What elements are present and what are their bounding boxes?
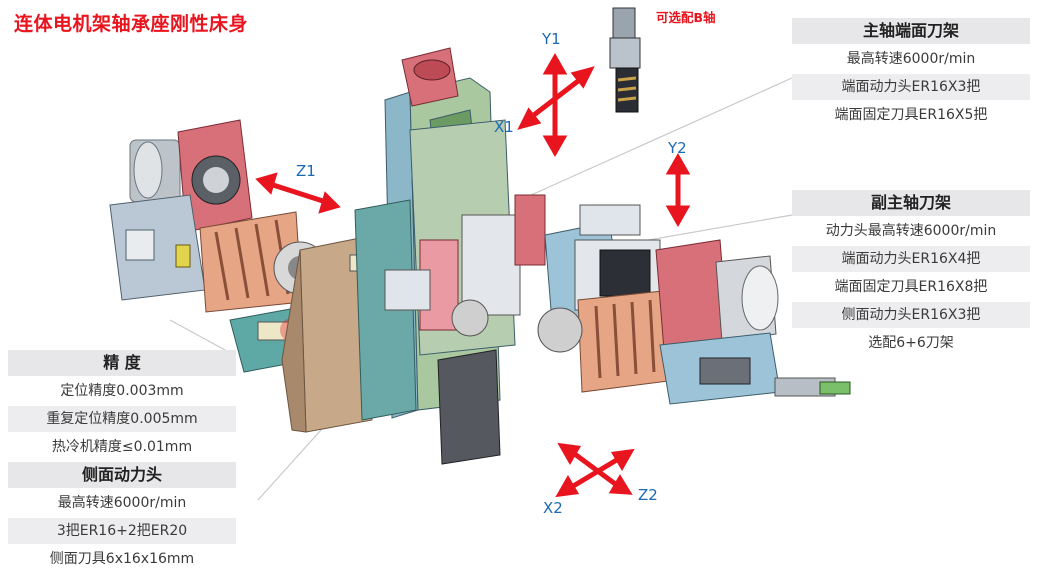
precision-panel: 精 度 定位精度0.003mm 重复定位精度0.005mm 热冷机精度≤0.01…: [8, 350, 236, 462]
main-spindle-spec-row: 端面动力头ER16X3把: [792, 74, 1030, 100]
machine-bed: [281, 237, 373, 433]
axis-label-z2: Z2: [638, 486, 658, 504]
side-power-head-heading: 侧面动力头: [8, 462, 236, 488]
b-axis-option-illustration: [609, 7, 641, 113]
page-title: 连体电机架轴承座刚性床身: [14, 13, 249, 35]
precision-spec-row: 热冷机精度≤0.01mm: [51, 439, 193, 455]
sub-spindle-spec-row: 端面固定刀具ER16X8把: [834, 279, 988, 295]
right-subspindle-assembly: [537, 204, 851, 405]
axis-label-y1: Y1: [542, 30, 561, 48]
main-spindle-turret-panel: 主轴端面刀架 最高转速6000r/min 端面动力头ER16X3把 端面固定刀具…: [792, 18, 1030, 130]
side-power-head-spec-row: 3把ER16+2把ER20: [8, 518, 236, 544]
side-power-head-spec-row: 侧面刀具6x16x16mm: [49, 551, 195, 567]
precision-heading: 精 度: [8, 350, 236, 376]
main-spindle-spec-row: 端面固定刀具ER16X5把: [834, 107, 988, 123]
side-power-head-panel: 侧面动力头 最高转速6000r/min 3把ER16+2把ER20 侧面刀具6x…: [8, 462, 236, 574]
side-power-head-spec-row: 最高转速6000r/min: [57, 495, 187, 511]
axis-label-z1: Z1: [296, 162, 316, 180]
sub-spindle-spec-row: 选配6+6刀架: [868, 335, 954, 351]
sub-spindle-spec-row: 动力头最高转速6000r/min: [825, 223, 997, 239]
leader-line-main: [519, 77, 793, 201]
sub-spindle-turret-panel: 副主轴刀架 动力头最高转速6000r/min 端面动力头ER16X4把 端面固定…: [792, 190, 1030, 358]
sub-spindle-turret-heading: 副主轴刀架: [792, 190, 1030, 216]
sub-spindle-spec-row: 端面动力头ER16X4把: [792, 246, 1030, 272]
main-spindle-turret-heading: 主轴端面刀架: [792, 18, 1030, 44]
sub-spindle-spec-row: 侧面动力头ER16X3把: [792, 302, 1030, 328]
axis-arrows: [255, 52, 691, 498]
axis-label-x1: X1: [494, 118, 514, 136]
precision-spec-row: 重复定位精度0.005mm: [8, 406, 236, 432]
center-column: [354, 47, 546, 465]
b-axis-option-label: 可选配B轴: [656, 10, 716, 25]
main-spindle-spec-row: 最高转速6000r/min: [846, 51, 976, 67]
precision-spec-row: 定位精度0.003mm: [60, 383, 184, 399]
axis-label-x2: X2: [543, 499, 563, 517]
axis-label-y2: Y2: [668, 139, 687, 157]
